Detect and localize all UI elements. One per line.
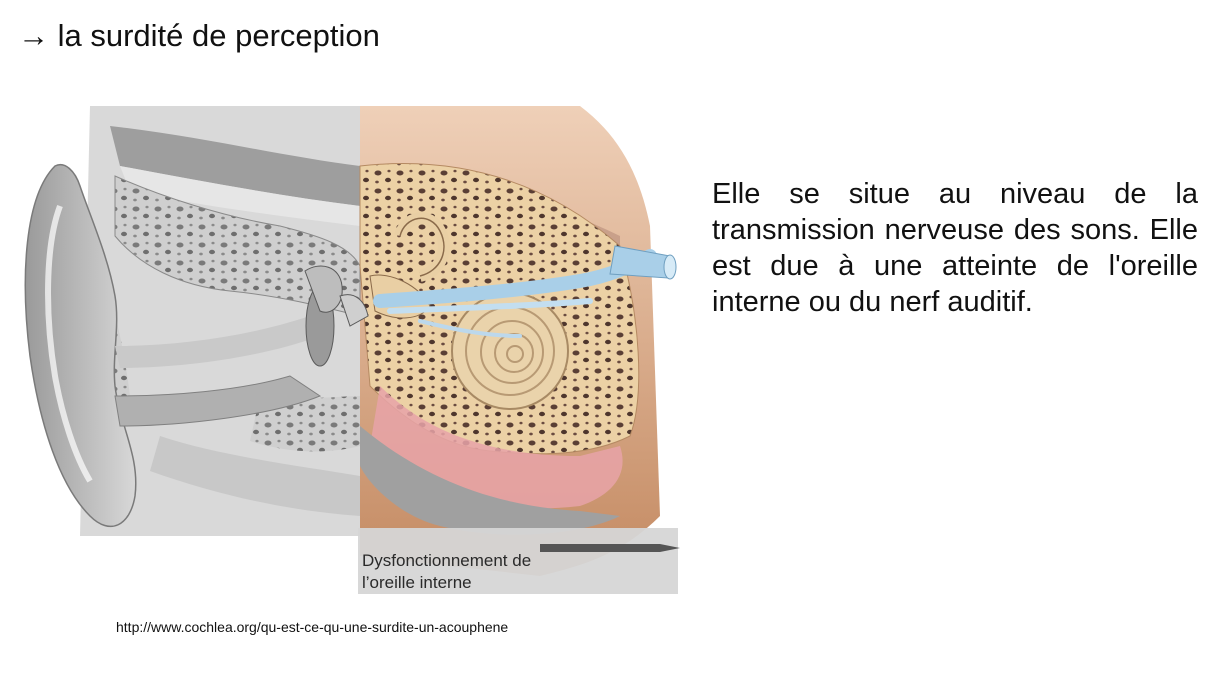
pinna-highlight xyxy=(45,204,93,483)
slide-title: → la surdité de perception xyxy=(18,18,380,53)
callout-arrow-icon xyxy=(540,544,680,552)
ear-anatomy-icon: Dysfonctionnement de l’oreille interne xyxy=(24,106,680,594)
auditory-nerve xyxy=(373,245,677,338)
gray-band xyxy=(110,126,360,206)
source-link[interactable]: http://www.cochlea.org/qu-est-ce-qu-une-… xyxy=(116,619,509,635)
callout-box: Dysfonctionnement de l’oreille interne xyxy=(358,528,680,594)
callout-line-2: l’oreille interne xyxy=(362,573,472,592)
callout-line-1: Dysfonctionnement de xyxy=(362,551,531,570)
lower-gray-band xyxy=(150,436,360,516)
incus xyxy=(339,294,369,327)
description-text: Elle se situe au niveau de la transmissi… xyxy=(712,178,1198,318)
pinna xyxy=(24,164,137,527)
gray-band xyxy=(120,166,360,226)
description-block: Elle se situe au niveau de la transmissi… xyxy=(712,176,1198,320)
malleus xyxy=(304,265,343,313)
eustachian-tube xyxy=(360,426,620,535)
ear-canal-wall xyxy=(115,316,320,368)
cochlea xyxy=(451,292,569,410)
ear-canal xyxy=(114,375,322,427)
callout-background xyxy=(358,528,678,594)
semicircular-canal-outline xyxy=(399,217,445,277)
ear-anatomy-figure: Dysfonctionnement de l’oreille interne xyxy=(20,96,685,596)
lower-bone-gray xyxy=(250,396,360,452)
